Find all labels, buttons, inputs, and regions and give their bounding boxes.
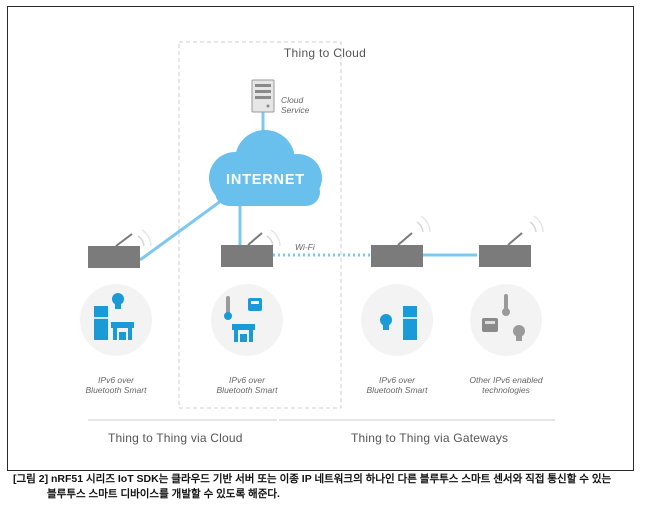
- thermometer-icon: [502, 294, 510, 316]
- server-icon: [251, 79, 275, 113]
- wifi-label: Wi-Fi: [295, 242, 315, 252]
- thermometer-icon: [224, 296, 232, 320]
- lightbulb-icon: [380, 314, 392, 330]
- cloud-service-label: Cloud Service: [281, 95, 310, 115]
- coffee-machine-icon: [232, 324, 255, 342]
- group-2-label: IPv6 over Bluetooth Smart: [216, 375, 278, 395]
- caption-line-1: [그림 2] nRF51 시리즈 IoT SDK는 클라우드 기반 서버 또는 …: [13, 473, 612, 485]
- group-1-label: IPv6 over Bluetooth Smart: [85, 375, 147, 395]
- device-group-4-halo: [470, 284, 542, 356]
- device-group-3-halo: [361, 284, 433, 356]
- group-4-label: Other IPv6 enabled technologies: [469, 375, 543, 395]
- figure-caption: [그림 2] nRF51 시리즈 IoT SDK는 클라우드 기반 서버 또는 …: [13, 472, 643, 502]
- internet-cloud-icon: [209, 130, 322, 206]
- router-gateway-1-icon: [371, 215, 431, 267]
- bottom-right-label: Thing to Thing via Gateways: [351, 431, 509, 445]
- diagram-title: Thing to Cloud: [283, 46, 367, 60]
- thing-to-cloud-region: [178, 41, 342, 409]
- lightbulb-icon: [513, 325, 525, 341]
- fridge-icon: [403, 306, 417, 340]
- coffee-machine-icon: [111, 322, 134, 340]
- cloud-to-left-router-line: [139, 196, 226, 262]
- router-gateway-2-icon: [479, 215, 544, 267]
- scale-icon: [248, 298, 262, 311]
- group-3-label: IPv6 over Bluetooth Smart: [366, 375, 428, 395]
- scale-icon: [482, 318, 498, 332]
- internet-label: INTERNET: [226, 172, 305, 188]
- router-left-icon: [88, 229, 152, 268]
- lightbulb-icon: [112, 293, 124, 309]
- caption-line-2: 블루투스 스마트 디바이스를 개발할 수 있도록 해준다.: [47, 488, 280, 500]
- figure-frame: [7, 6, 634, 471]
- fridge-icon: [94, 306, 108, 340]
- router-center-icon: [221, 229, 281, 267]
- bottom-left-label: Thing to Thing via Cloud: [108, 431, 243, 445]
- device-group-2-halo: [211, 284, 283, 356]
